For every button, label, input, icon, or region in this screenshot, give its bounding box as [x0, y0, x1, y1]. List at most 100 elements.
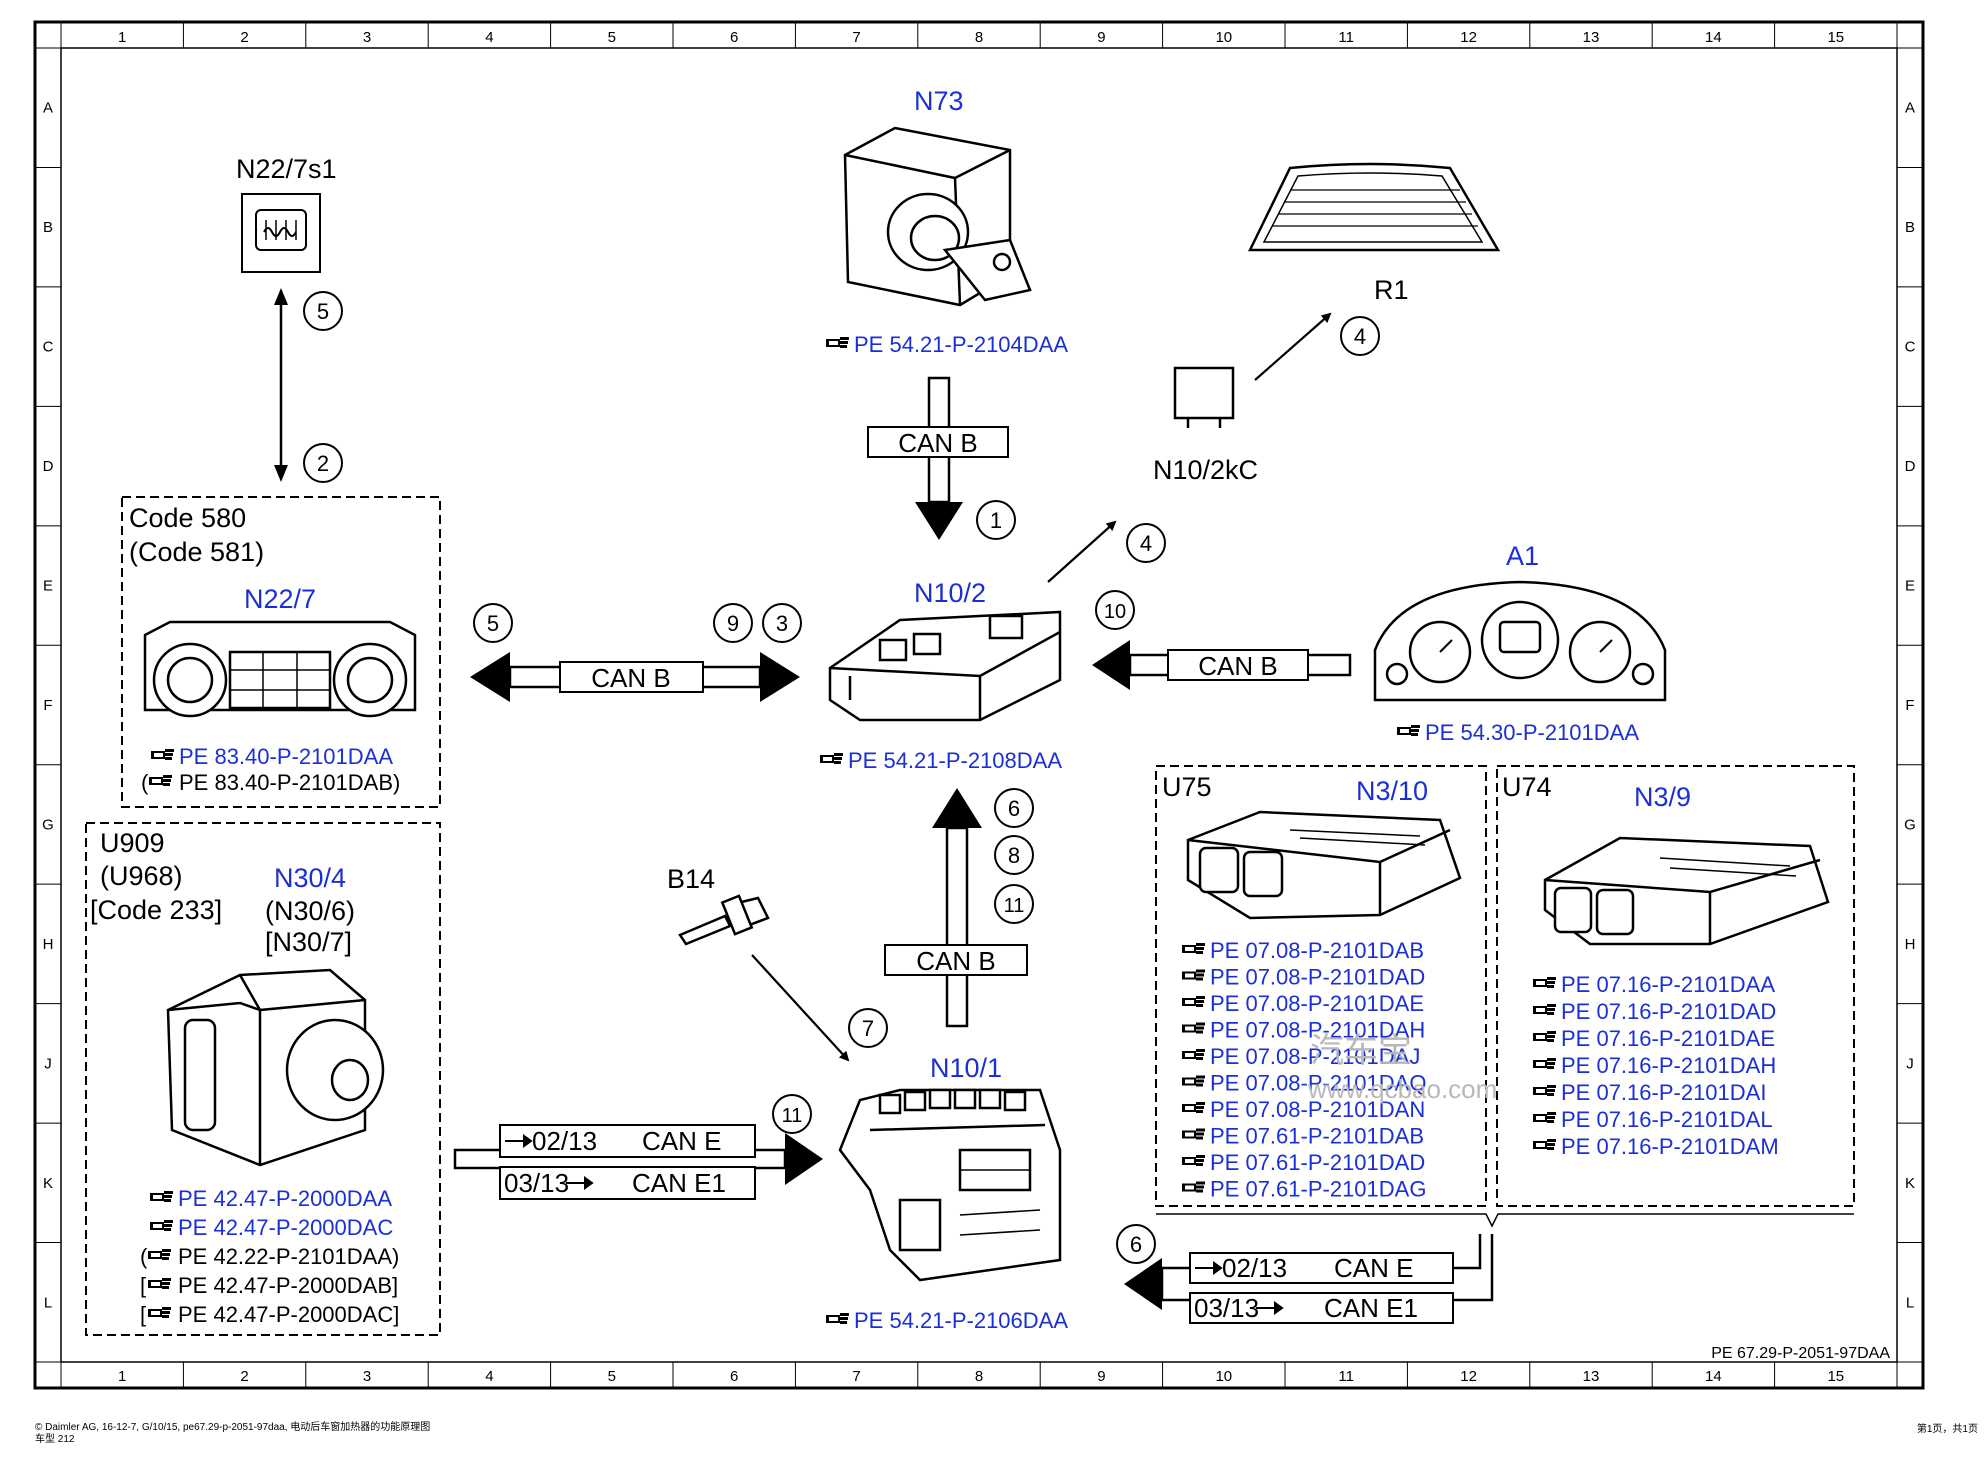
- reference-link[interactable]: PE 07.61-P-2101DAG: [1182, 1177, 1426, 1202]
- can-e-labels: 02/13 CAN E 03/13 CAN E1 02/13 CAN E 03/…: [504, 1126, 1418, 1323]
- manual-reference-icon: [148, 1307, 171, 1318]
- reference-text[interactable]: PE 54.30-P-2101DAA: [1425, 720, 1639, 745]
- manual-reference-icon: [1533, 1112, 1556, 1123]
- reference-text[interactable]: PE 07.16-P-2101DAM: [1561, 1134, 1779, 1159]
- grid-col-label: 14: [1705, 29, 1722, 46]
- step-number: 8: [1008, 843, 1020, 868]
- can-b-label-hvac: CAN B: [591, 663, 670, 693]
- reference-text[interactable]: PE 83.40-P-2101DAB): [179, 770, 400, 795]
- grid-col-label: 7: [852, 1368, 860, 1385]
- reference-link[interactable]: PE 42.47-P-2000DAA: [150, 1186, 392, 1211]
- reference-text[interactable]: PE 07.08-P-2101DAB: [1210, 938, 1424, 963]
- reference-text[interactable]: PE 07.08-P-2101DAD: [1210, 965, 1425, 990]
- reference-text[interactable]: PE 07.16-P-2101DAE: [1561, 1026, 1775, 1051]
- grid-col-label: 6: [730, 1368, 738, 1385]
- label-n3-9: N3/9: [1634, 782, 1691, 812]
- manual-reference-icon: [148, 1278, 171, 1289]
- can-b-arrow-n10-1-n10-2: [884, 788, 1028, 1028]
- reference-text[interactable]: PE 54.21-P-2106DAA: [854, 1308, 1068, 1333]
- reference-text[interactable]: PE 07.61-P-2101DAD: [1210, 1150, 1425, 1175]
- reference-link[interactable]: PE 07.08-P-2101DAE: [1182, 991, 1424, 1016]
- reference-link[interactable]: PE 54.21-P-2106DAA: [826, 1308, 1068, 1333]
- reference-text[interactable]: PE 42.47-P-2000DAC: [178, 1215, 393, 1240]
- can-e-arrow-esp-n10-1: [453, 1124, 823, 1200]
- reference-link[interactable]: [PE 42.47-P-2000DAB]: [140, 1273, 398, 1298]
- manual-reference-icon: [150, 1220, 173, 1231]
- reference-link[interactable]: PE 42.47-P-2000DAC: [150, 1215, 393, 1240]
- reference-link[interactable]: PE 07.08-P-2101DAJ: [1182, 1044, 1420, 1069]
- arrow-sam-relay: [1047, 520, 1117, 583]
- engine-control-unit-n3-9-icon: [1543, 836, 1830, 946]
- step-circle: [1116, 1224, 1156, 1264]
- reference-text[interactable]: PE 42.47-P-2000DAC]: [178, 1302, 399, 1327]
- label-n3-10: N3/10: [1356, 776, 1428, 806]
- reference-text[interactable]: PE 54.21-P-2104DAA: [854, 332, 1068, 357]
- grid-row-label: D: [1905, 458, 1916, 475]
- reference-text[interactable]: PE 42.47-P-2000DAA: [178, 1186, 392, 1211]
- step-number: 9: [727, 611, 739, 636]
- grid-col-label: 9: [1097, 1368, 1105, 1385]
- reference-link[interactable]: PE 07.16-P-2101DAH: [1533, 1053, 1776, 1078]
- step-number: 11: [782, 1105, 803, 1127]
- reference-link[interactable]: PE 54.30-P-2101DAA: [1397, 720, 1639, 745]
- reference-link[interactable]: ( PE 42.22-P-2101DAA): [140, 1244, 399, 1269]
- reference-text[interactable]: PE 07.16-P-2101DAA: [1561, 972, 1775, 997]
- reference-link[interactable]: PE 54.21-P-2104DAA: [826, 332, 1068, 357]
- step-circle: [976, 500, 1016, 540]
- reference-link[interactable]: PE 07.16-P-2101DAE: [1533, 1026, 1775, 1051]
- reference-text[interactable]: PE 07.08-P-2101DAH: [1210, 1018, 1425, 1043]
- reference-text[interactable]: PE 07.08-P-2101DAQ: [1210, 1071, 1426, 1096]
- can-e-label-esp: CAN E: [642, 1126, 721, 1156]
- reference-link[interactable]: PE 07.61-P-2101DAD: [1182, 1150, 1425, 1175]
- reference-link[interactable]: PE 07.08-P-2101DAH: [1182, 1018, 1425, 1043]
- reference-link[interactable]: (PE 83.40-P-2101DAB): [141, 770, 400, 795]
- reference-link[interactable]: PE 07.16-P-2101DAM: [1533, 1134, 1779, 1159]
- reference-link[interactable]: PE 07.16-P-2101DAA: [1533, 972, 1775, 997]
- reference-link[interactable]: [PE 42.47-P-2000DAC]: [140, 1302, 399, 1327]
- can-b-label-n10-1: CAN B: [916, 946, 995, 976]
- step-circle: [303, 443, 343, 483]
- reference-link[interactable]: PE 07.08-P-2101DAB: [1182, 938, 1424, 963]
- grid-row-label: L: [44, 1294, 52, 1311]
- reference-link[interactable]: PE 54.21-P-2108DAA: [820, 748, 1062, 773]
- grid-col-label: 3: [363, 29, 371, 46]
- reference-link[interactable]: PE 07.16-P-2101DAL: [1533, 1107, 1773, 1132]
- manual-reference-icon: [151, 749, 174, 760]
- reference-text[interactable]: PE 07.16-P-2101DAL: [1561, 1107, 1773, 1132]
- reference-text[interactable]: PE 07.16-P-2101DAH: [1561, 1053, 1776, 1078]
- group-boxes: [85, 496, 1855, 1336]
- can-b-arrow-hvac-n10-2: [470, 652, 800, 702]
- reference-text[interactable]: PE 07.16-P-2101DAI: [1561, 1080, 1766, 1105]
- grid-col-label: 12: [1460, 1368, 1477, 1385]
- grid-row-label: H: [1905, 936, 1916, 953]
- reference-text[interactable]: PE 42.22-P-2101DAA): [178, 1244, 399, 1269]
- reference-text[interactable]: PE 54.21-P-2108DAA: [848, 748, 1062, 773]
- reference-text[interactable]: PE 07.08-P-2101DAE: [1210, 991, 1424, 1016]
- step-number: 4: [1354, 324, 1366, 349]
- reference-link[interactable]: PE 07.16-P-2101DAD: [1533, 999, 1776, 1024]
- step-number: 7: [862, 1016, 874, 1041]
- label-code-581: (Code 581): [129, 537, 264, 567]
- rate-0213-ecu: 02/13: [1222, 1253, 1287, 1283]
- reference-text[interactable]: PE 07.08-P-2101DAN: [1210, 1097, 1425, 1122]
- reference-link[interactable]: PE 07.08-P-2101DAQ: [1182, 1071, 1426, 1096]
- reference-text[interactable]: PE 07.16-P-2101DAD: [1561, 999, 1776, 1024]
- rate-0313-esp: 03/13: [504, 1168, 569, 1198]
- label-n30-4: N30/4: [274, 863, 346, 893]
- reference-text[interactable]: PE 07.61-P-2101DAB: [1210, 1124, 1424, 1149]
- reference-text[interactable]: PE 83.40-P-2101DAA: [179, 744, 393, 769]
- reference-text[interactable]: PE 42.47-P-2000DAB]: [178, 1273, 398, 1298]
- label-n73: N73: [914, 86, 964, 116]
- grid-row-label: C: [43, 339, 54, 356]
- reference-link[interactable]: PE 07.08-P-2101DAN: [1182, 1097, 1425, 1122]
- reference-text[interactable]: PE 07.61-P-2101DAG: [1210, 1177, 1426, 1202]
- relay-icon: [1173, 366, 1235, 428]
- reference-link[interactable]: PE 83.40-P-2101DAA: [151, 744, 393, 769]
- can-e-arrow-ecus-n10-1: [1124, 1234, 1494, 1324]
- reference-text[interactable]: PE 07.08-P-2101DAJ: [1210, 1044, 1420, 1069]
- reference-link[interactable]: PE 07.61-P-2101DAB: [1182, 1124, 1424, 1149]
- svg-text:(: (: [140, 1244, 148, 1269]
- reference-link[interactable]: PE 07.08-P-2101DAD: [1182, 965, 1425, 990]
- reference-link[interactable]: PE 07.16-P-2101DAI: [1533, 1080, 1766, 1105]
